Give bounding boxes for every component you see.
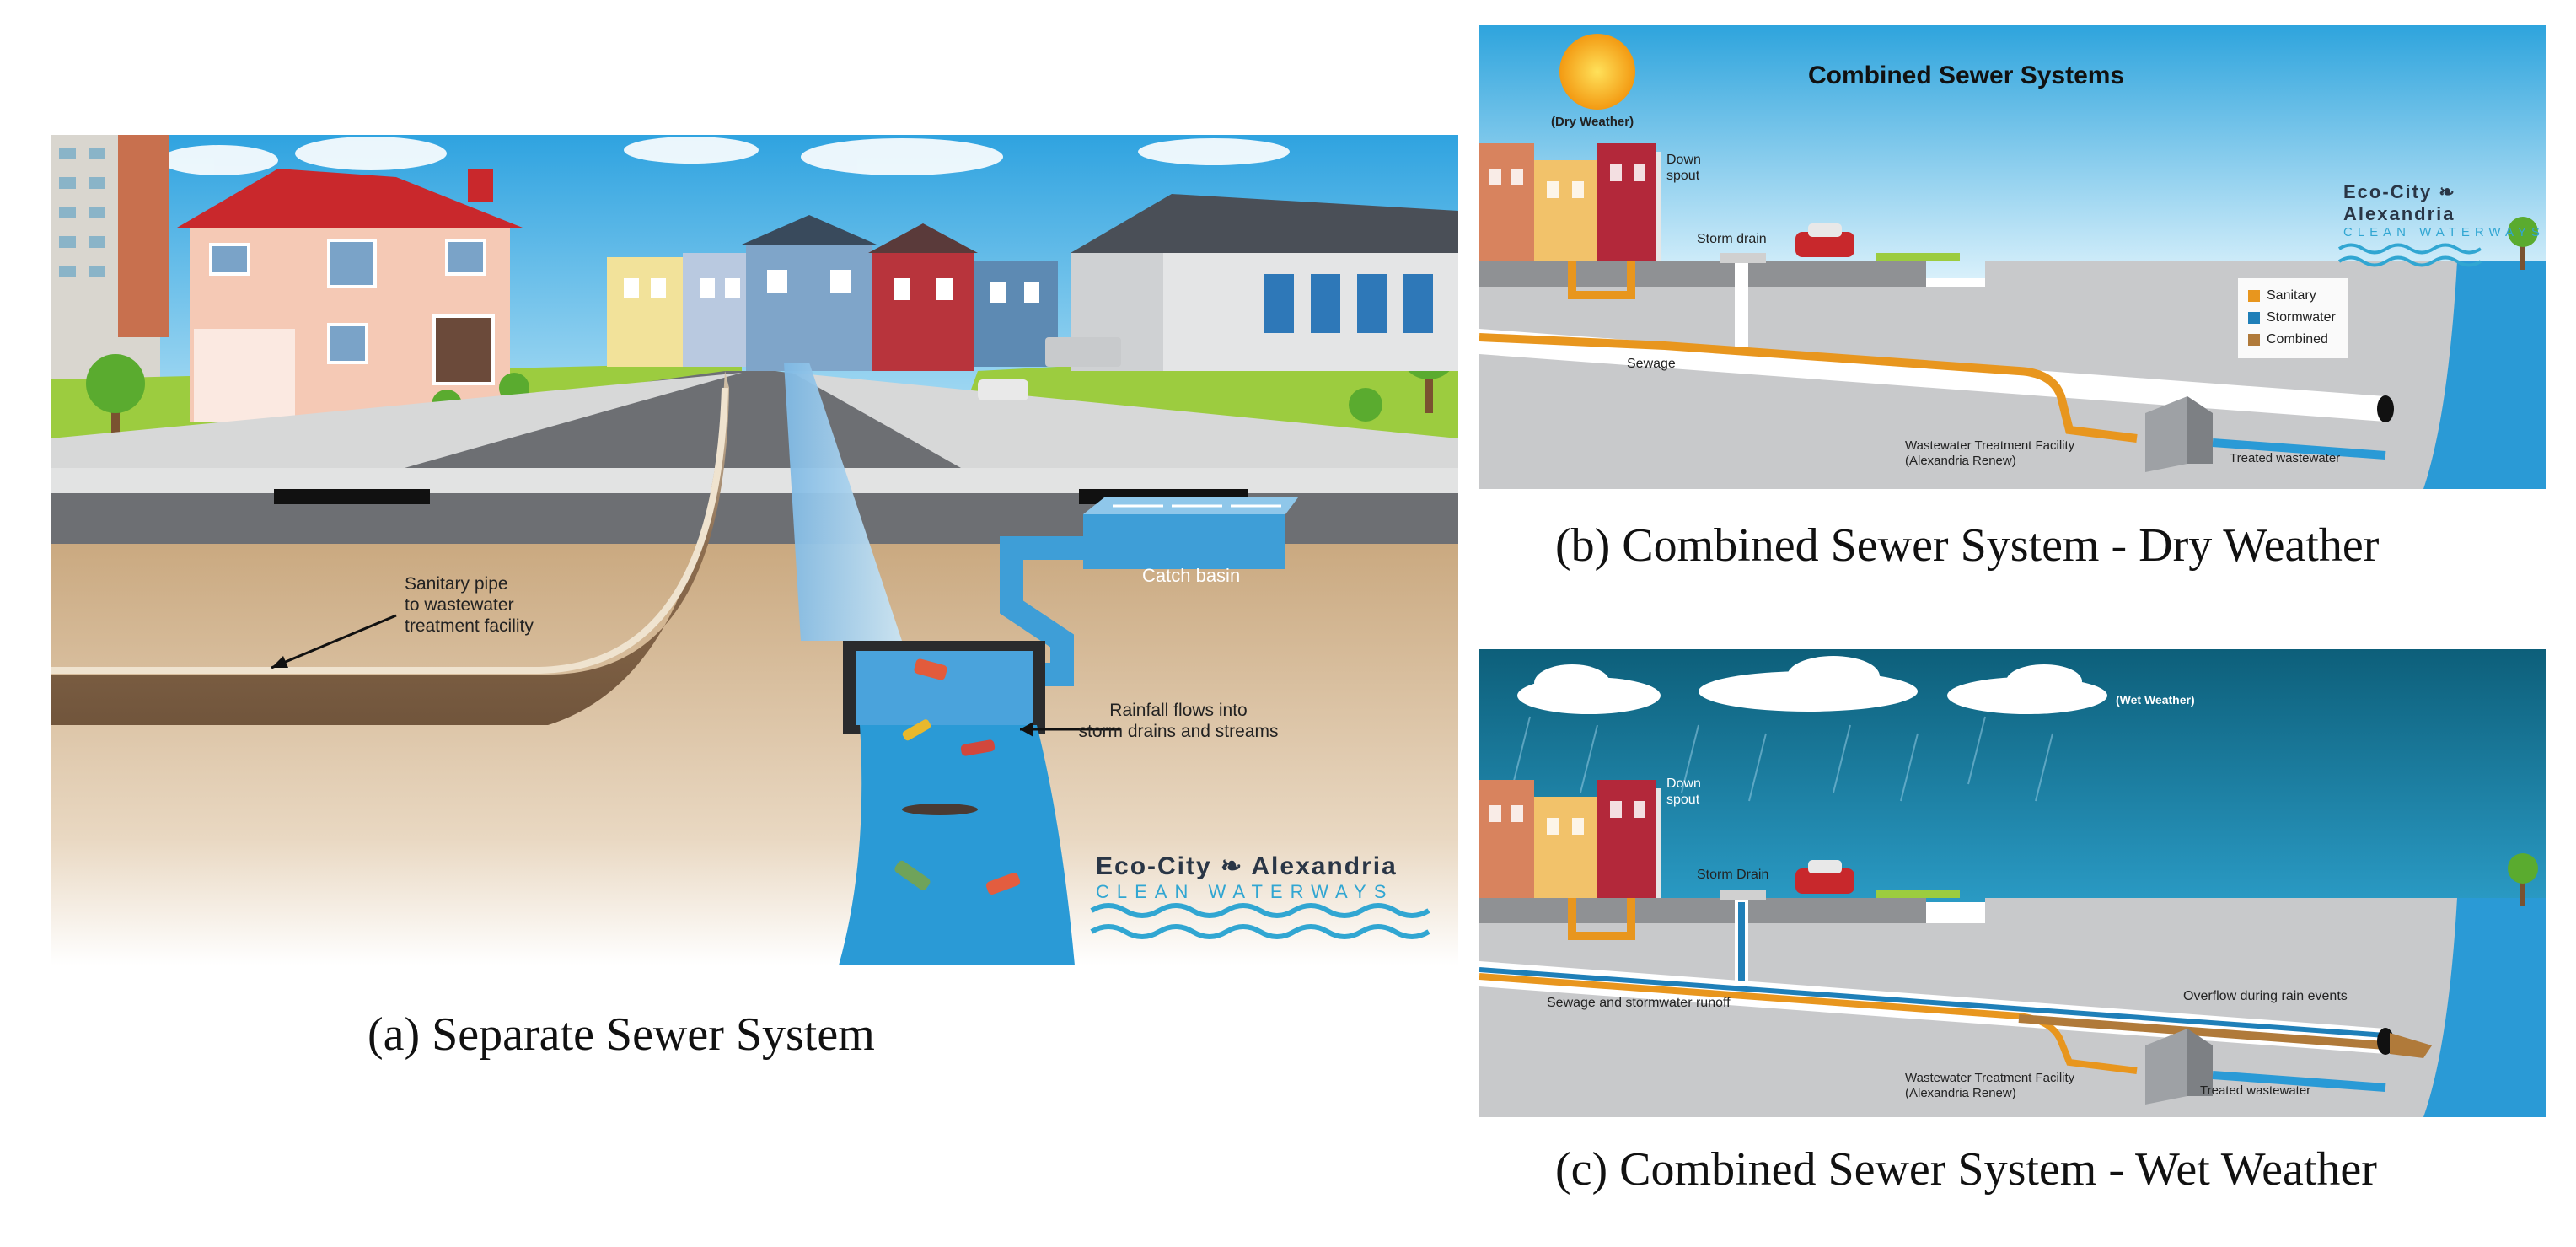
separate-sewer-illustration: Sanitary pipe to wastewater treatment fa…	[51, 135, 1458, 965]
eco-city-brand-a: Eco-City ❧ Alexandria CLEAN WATERWAYS	[1096, 852, 1398, 903]
eco-city-brand-b: Eco-City ❧ Alexandria CLEAN WATERWAYS	[2343, 181, 2546, 239]
legend: Sanitary Stormwater Combined	[2248, 285, 2336, 351]
caption-b: (b) Combined Sewer System - Dry Weather	[1555, 519, 2380, 572]
brand-tagline: CLEAN WATERWAYS	[1096, 881, 1394, 902]
label-storm-drain-c: Storm Drain	[1697, 868, 1769, 882]
legend-swatch-combined	[2248, 334, 2260, 346]
label-down-spout-b: Down spout	[1666, 153, 1701, 184]
brand-name: Eco-City ❧ Alexandria	[2343, 181, 2456, 224]
title-combined-sewer: Combined Sewer Systems	[1808, 62, 2125, 89]
combined-wet-illustration: (Wet Weather) Down spout Storm Drain Sew…	[1479, 649, 2546, 1117]
legend-label: Stormwater	[2267, 310, 2336, 325]
label-treated-c: Treated wastewater	[2200, 1083, 2311, 1098]
brand-name: Eco-City ❧ Alexandria	[1096, 852, 1398, 880]
legend-item: Stormwater	[2248, 307, 2336, 329]
label-treatment-b: Wastewater Treatment Facility (Alexandri…	[1905, 438, 2075, 468]
label-treated-b: Treated wastewater	[2230, 451, 2341, 465]
label-rainfall: Rainfall flows into storm drains and str…	[1078, 701, 1279, 742]
label-runoff: Sewage and stormwater runoff	[1547, 996, 1731, 1010]
label-catch-basin: Catch basin	[1142, 565, 1241, 586]
legend-swatch-sanitary	[2248, 290, 2260, 302]
label-sewage: Sewage	[1627, 357, 1676, 371]
caption-c: (c) Combined Sewer System - Wet Weather	[1555, 1143, 2377, 1196]
label-sanitary-pipe: Sanitary pipe to wastewater treatment fa…	[405, 574, 534, 637]
legend-item: Sanitary	[2248, 285, 2336, 307]
combined-dry-illustration: Combined Sewer Systems (Dry Weather) Dow…	[1479, 25, 2546, 489]
label-treatment-c: Wastewater Treatment Facility (Alexandri…	[1905, 1071, 2075, 1100]
label-dry-weather: (Dry Weather)	[1551, 115, 1634, 129]
caption-a: (a) Separate Sewer System	[368, 1008, 875, 1061]
legend-label: Combined	[2267, 332, 2328, 347]
legend-swatch-stormwater	[2248, 312, 2260, 324]
label-wet-weather: (Wet Weather)	[2116, 693, 2195, 707]
legend-item: Combined	[2248, 329, 2336, 351]
label-overflow: Overflow during rain events	[2183, 989, 2348, 1003]
legend-label: Sanitary	[2267, 288, 2316, 304]
label-down-spout-c: Down spout	[1666, 777, 1701, 808]
label-storm-drain-b: Storm drain	[1697, 232, 1767, 246]
brand-tagline: CLEAN WATERWAYS	[2343, 225, 2545, 239]
